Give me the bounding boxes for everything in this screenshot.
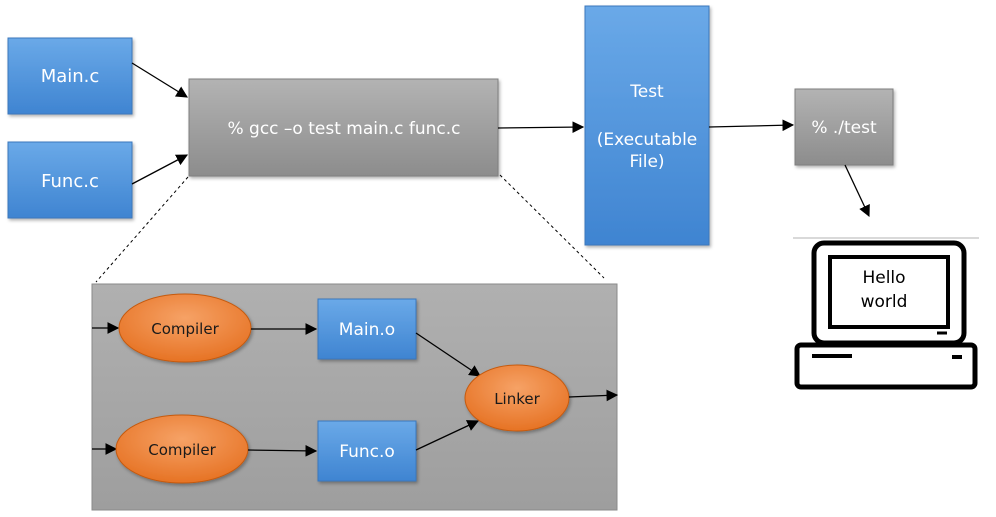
func-c-box: Func.c xyxy=(7,141,133,219)
arrow-linker-out xyxy=(568,389,619,402)
func-o-label: Func.o xyxy=(339,442,395,462)
main-c-box: Main.c xyxy=(7,37,133,115)
func-c-label: Func.c xyxy=(41,171,99,192)
compiler-node-top: Compiler xyxy=(118,293,252,363)
arrow-gcc-to-exec xyxy=(497,121,585,133)
gcc-command-box: % gcc –o test main.c func.c xyxy=(188,78,499,177)
compiler-node-bottom: Compiler xyxy=(115,414,249,484)
arrow-func-to-gcc xyxy=(131,154,189,185)
arrow-run-to-computer xyxy=(844,164,870,218)
linker-node: Linker xyxy=(464,364,570,432)
executable-desc-line2: File) xyxy=(629,152,664,172)
screen-text-line1: Hello xyxy=(862,268,905,288)
screen-text-line2: world xyxy=(861,292,908,312)
zoom-line-left xyxy=(95,176,189,283)
arrow-compiler-to-func-o xyxy=(247,444,318,457)
compile-detail-panel: Compiler Main.o Compiler Func.o Linker xyxy=(91,283,619,511)
arrow-exec-to-run xyxy=(708,119,795,132)
run-command-box: % ./test xyxy=(794,88,894,166)
main-o-label: Main.o xyxy=(339,320,395,340)
executable-desc-line1: (Executable xyxy=(597,130,698,150)
arrow-func-o-to-linker xyxy=(415,420,480,451)
compiler-top-label: Compiler xyxy=(151,320,219,338)
func-o-box: Func.o xyxy=(317,420,417,482)
gcc-command-label: % gcc –o test main.c func.c xyxy=(227,119,460,139)
main-o-box: Main.o xyxy=(317,298,417,360)
main-c-label: Main.c xyxy=(41,66,100,87)
run-command-label: % ./test xyxy=(811,118,877,138)
zoom-line-right xyxy=(499,174,605,279)
executable-box: Test (Executable File) xyxy=(584,5,710,246)
arrow-main-o-to-linker xyxy=(415,332,481,377)
computer-icon: Hello world xyxy=(793,237,979,390)
arrow-main-to-gcc xyxy=(131,62,188,98)
compiler-bottom-label: Compiler xyxy=(148,441,216,459)
linker-label: Linker xyxy=(494,390,540,408)
executable-name: Test xyxy=(629,82,664,102)
